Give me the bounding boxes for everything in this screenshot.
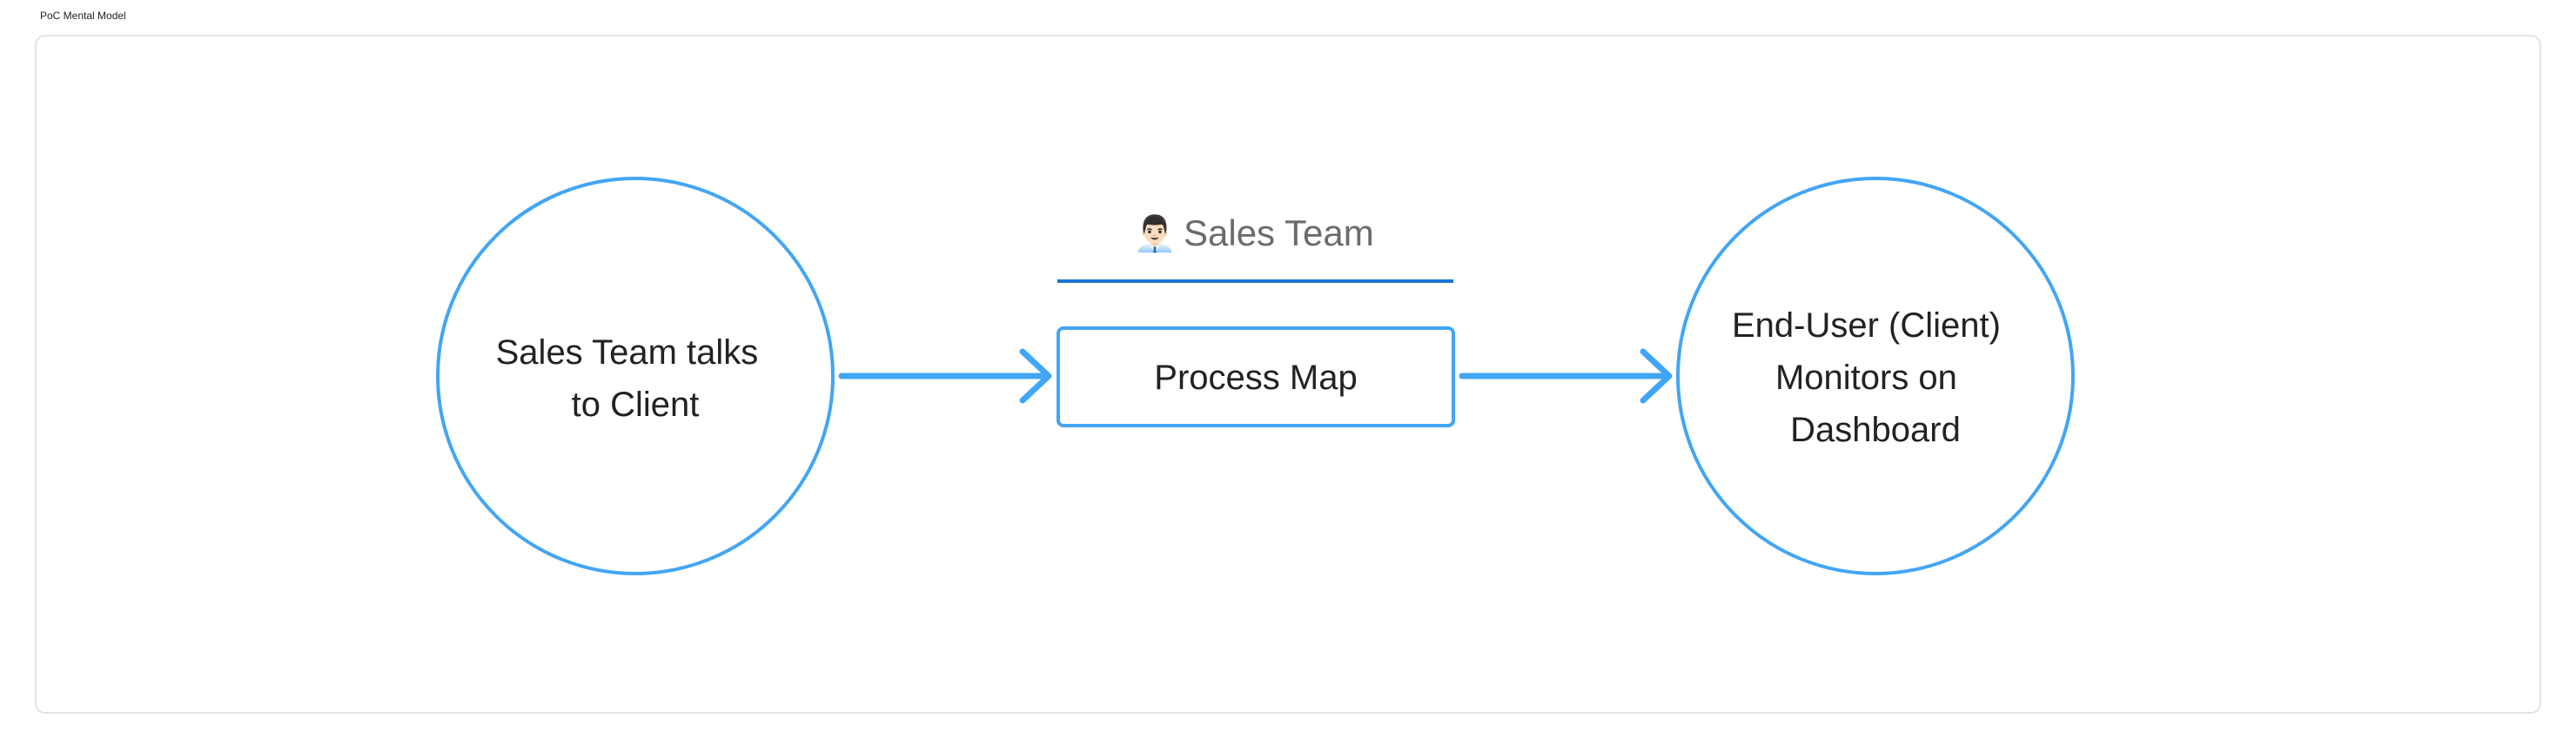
start-node-label: Sales Team talks to Client: [496, 333, 768, 424]
lane-header-label: Sales Team: [1184, 212, 1374, 253]
lane-header-sales-team: 👨🏻‍💼 Sales Team: [1057, 212, 1453, 283]
arrow-process-to-end: [1459, 348, 1673, 404]
start-node-line-2: to Client: [572, 386, 700, 424]
process-node-box: [1057, 326, 1455, 427]
start-node[interactable]: Sales Team talks to Client: [436, 177, 835, 575]
arrow-2-head: [1640, 348, 1673, 404]
end-node-label: End-User (Client) Monitors on Dashboard: [1732, 306, 2010, 449]
end-node[interactable]: End-User (Client) Monitors on Dashboard: [1676, 177, 2075, 575]
end-node-circle: [1676, 177, 2075, 575]
person-office-worker-icon: 👨🏻‍💼: [1133, 213, 1177, 253]
arrow-1-head: [1019, 348, 1052, 404]
start-node-line-1: Sales Team talks: [496, 333, 759, 372]
end-node-line-1: End-User (Client): [1732, 306, 2001, 345]
page-title: PoC Mental Model: [40, 10, 126, 22]
start-node-circle: [436, 177, 835, 575]
end-node-line-2: Monitors on: [1775, 359, 1957, 397]
process-node-label: Process Map: [1154, 359, 1357, 397]
arrow-start-to-process: [838, 348, 1052, 404]
end-node-line-3: Dashboard: [1790, 411, 1961, 449]
process-node[interactable]: Process Map: [1057, 326, 1455, 427]
